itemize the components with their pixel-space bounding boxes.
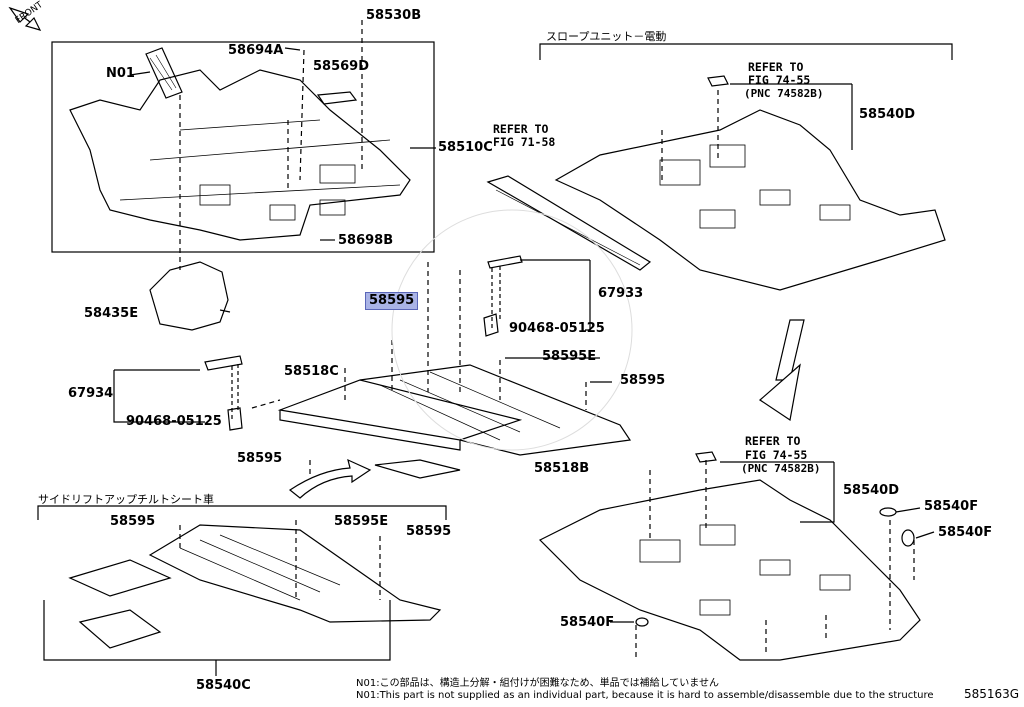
floor-board-58518C <box>277 379 523 441</box>
part-58595-b[interactable]: 58595 <box>620 373 666 388</box>
part-58569D[interactable]: 58569D <box>313 59 370 74</box>
part-58540F-a[interactable]: 58540F <box>924 499 979 514</box>
part-58540D-top[interactable]: 58540D <box>859 107 916 122</box>
part-N01[interactable]: N01 <box>106 66 135 81</box>
section-slope-unit: スロープユニット－電動 <box>546 30 667 43</box>
part-58698B[interactable]: 58698B <box>338 233 394 248</box>
part-58435E[interactable]: 58435E <box>84 306 139 321</box>
part-67934[interactable]: 67934 <box>68 386 114 401</box>
refer-fig74-bottom-line3[interactable]: (PNC 74582B) <box>741 462 821 475</box>
refer-fig74-top-line2[interactable]: FIG 74-55 <box>748 73 811 87</box>
refer-fig74-top-line1[interactable]: REFER TO <box>748 60 804 74</box>
note-jp: N01:この部品は、構造上分解・組付けが困難なため、単品では補給していません <box>356 678 719 689</box>
floor-panel-58540D-bottom <box>538 479 921 661</box>
part-58530B[interactable]: 58530B <box>366 8 422 23</box>
page-code: 585163G <box>964 687 1020 701</box>
floor-panel-58540D-top <box>554 109 946 291</box>
section-side-lift: サイドリフトアップチルトシート車 <box>38 493 214 506</box>
note-en: N01:This part is not supplied as an indi… <box>356 690 934 701</box>
floor-carpet-shape <box>69 69 411 241</box>
part-58518C[interactable]: 58518C <box>284 364 339 379</box>
refer-fig71-line2[interactable]: FIG 71-58 <box>493 135 556 149</box>
part-58540F-c[interactable]: 58540F <box>560 615 615 630</box>
refer-fig74-bottom-line1[interactable]: REFER TO <box>745 434 801 448</box>
part-58540D-bottom[interactable]: 58540D <box>843 483 900 498</box>
part-58595-c[interactable]: 58595 <box>237 451 283 466</box>
part-58595-d[interactable]: 58595 <box>110 514 156 529</box>
part-58518B[interactable]: 58518B <box>534 461 590 476</box>
part-58694A[interactable]: 58694A <box>228 43 284 58</box>
carpet-assembly-frame <box>51 41 435 253</box>
part-58595-selected[interactable]: 58595 <box>364 292 419 310</box>
part-58595E-a[interactable]: 58595E <box>542 349 597 364</box>
front-arrow-icon <box>8 6 42 31</box>
refer-fig74-top-line3[interactable]: (PNC 74582B) <box>744 87 824 100</box>
part-58595E-b[interactable]: 58595E <box>334 514 389 529</box>
part-58510C[interactable]: 58510C <box>438 140 493 155</box>
part-58595-e[interactable]: 58595 <box>406 524 452 539</box>
part-67933[interactable]: 67933 <box>598 286 644 301</box>
refer-fig74-bottom-line2[interactable]: FIG 74-55 <box>745 448 808 462</box>
part-90468-05125-b[interactable]: 90468-05125 <box>126 414 222 429</box>
part-90468-05125-a[interactable]: 90468-05125 <box>509 321 605 336</box>
refer-fig71-line1[interactable]: REFER TO <box>493 122 549 136</box>
part-58540C[interactable]: 58540C <box>196 678 251 693</box>
part-58540F-b[interactable]: 58540F <box>938 525 993 540</box>
